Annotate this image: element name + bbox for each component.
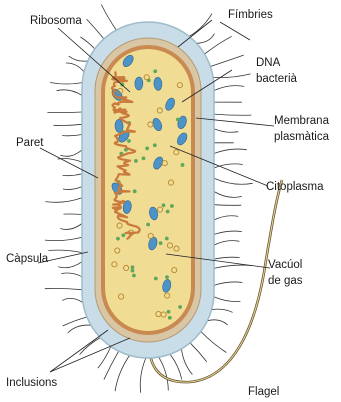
fimbria — [214, 282, 242, 285]
fimbria — [63, 174, 82, 176]
fimbria — [214, 178, 253, 184]
fimbria — [212, 309, 233, 312]
ribosome — [142, 156, 146, 160]
label-paret: Paret — [16, 137, 44, 149]
ribosome — [134, 159, 138, 163]
fimbria — [182, 349, 193, 375]
label-flagel: Flagel — [248, 386, 279, 398]
fimbria — [48, 250, 82, 253]
label-dna-line1: DNA — [256, 57, 281, 69]
label-vacuol-line1: Vacúol — [268, 259, 302, 271]
ribosome — [154, 277, 158, 281]
fimbria — [214, 231, 242, 234]
fimbria — [207, 320, 227, 325]
fimbria — [63, 187, 82, 190]
ribosome — [146, 223, 150, 227]
fimbria — [213, 74, 250, 78]
fimbria — [87, 19, 104, 39]
label-membrana-line2: plasmàtica — [274, 131, 330, 143]
label-fimbries: Fímbries — [228, 9, 273, 21]
fimbria — [45, 237, 82, 240]
ribosome — [153, 143, 157, 147]
fimbria — [62, 135, 82, 136]
label-membrana-line1: Membrana — [274, 115, 330, 127]
ribosome — [167, 310, 171, 314]
fimbria — [101, 5, 116, 31]
ribosome — [145, 146, 149, 150]
fimbria — [170, 354, 182, 379]
ribosome — [181, 163, 185, 167]
fimbria — [214, 216, 238, 220]
fimbria — [60, 150, 82, 156]
fimbria — [214, 265, 252, 268]
fimbria — [190, 343, 207, 362]
fimbria — [214, 241, 239, 246]
ribosome — [159, 241, 163, 245]
fimbria — [197, 34, 215, 44]
fimbria — [189, 14, 212, 37]
fimbria — [45, 289, 82, 290]
label-ribosoma: Ribosoma — [30, 15, 82, 27]
label-dna-line2: bacterià — [256, 73, 298, 85]
fimbria — [205, 36, 232, 54]
fimbria — [61, 273, 82, 277]
fimbria — [50, 83, 82, 85]
fimbria — [63, 317, 87, 326]
fimbria — [66, 63, 84, 72]
ribosome — [166, 210, 170, 214]
fimbria — [54, 124, 83, 125]
fimbria — [214, 86, 244, 91]
ribosome — [176, 118, 180, 122]
fimbria — [210, 55, 243, 66]
label-vacuol-line2: de gas — [268, 275, 303, 287]
label-capsula: Càpsula — [6, 253, 49, 265]
fimbria — [69, 56, 88, 61]
fimbria — [214, 129, 238, 133]
label-citoplasma: Citoplasma — [266, 181, 324, 193]
fimbria — [58, 262, 82, 268]
ribosome — [131, 269, 135, 273]
ribosome — [170, 204, 174, 208]
fimbria — [214, 192, 242, 198]
ribosome — [168, 316, 172, 320]
label-inclusions: Inclusions — [6, 377, 57, 389]
ribosome — [121, 233, 125, 237]
fimbria — [47, 112, 82, 113]
fimbria — [62, 298, 83, 302]
ribosome — [178, 305, 182, 309]
ribosome — [162, 203, 166, 207]
gas-vacuole — [135, 77, 143, 90]
fimbria — [115, 355, 130, 391]
fimbria — [214, 149, 247, 153]
ribosome — [153, 69, 157, 73]
ribosome — [165, 237, 169, 241]
fimbria — [214, 114, 251, 115]
ribosome — [116, 237, 120, 241]
fimbria — [214, 205, 241, 206]
ribosome — [133, 189, 137, 193]
ribosome — [131, 265, 135, 269]
ribosome — [165, 275, 169, 279]
fimbria — [60, 224, 82, 230]
fimbria — [45, 198, 82, 203]
fimbria — [57, 90, 82, 96]
fimbria — [80, 37, 94, 49]
ribosome — [127, 139, 131, 143]
fimbria — [214, 257, 240, 259]
fimbria — [68, 325, 91, 333]
ribosome — [132, 274, 136, 278]
fimbria — [201, 332, 226, 353]
fimbria — [98, 347, 111, 369]
fimbria — [140, 358, 146, 393]
fimbria — [214, 297, 241, 302]
